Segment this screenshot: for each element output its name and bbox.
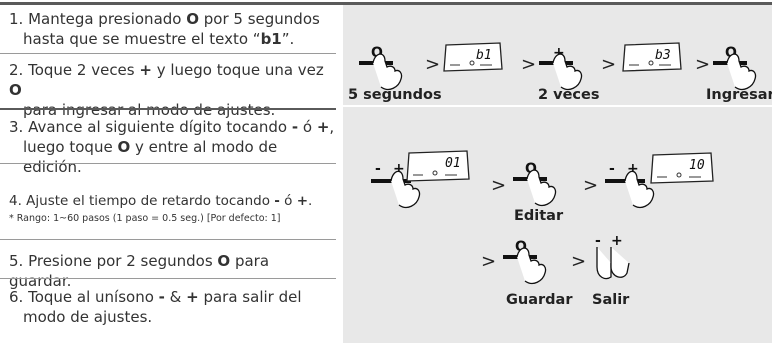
divider	[0, 239, 336, 240]
step-4: 4. Ajuste el tiempo de retardo tocando -…	[0, 192, 336, 226]
arrow: >	[425, 54, 440, 75]
display-01: 01	[406, 150, 470, 182]
arrow: >	[571, 251, 586, 272]
svg-text:01: 01	[445, 156, 461, 171]
two-hands-press-icon: - +	[595, 233, 630, 280]
display-10: 10	[650, 152, 714, 184]
panel-edit-save	[343, 107, 772, 343]
svg-text:+: +	[627, 161, 639, 177]
label-edit: Editar	[514, 208, 564, 224]
hand-press-plus-icon: +	[539, 45, 583, 91]
footnote: * Rango: 1~60 pasos (1 paso = 0.5 seg.) …	[9, 213, 281, 224]
svg-text:+: +	[393, 161, 405, 177]
hand-press-o-icon: O	[713, 45, 757, 91]
arrow: >	[521, 54, 536, 75]
arrow: >	[481, 251, 496, 272]
svg-text:+: +	[611, 233, 623, 249]
svg-text:-: -	[595, 233, 601, 249]
display-b1: b1	[443, 42, 503, 72]
hand-press-o-icon: O	[359, 45, 403, 91]
divider	[0, 163, 336, 164]
label-five-seconds: 5 segundos	[348, 87, 442, 103]
divider	[0, 53, 336, 54]
arrow: >	[491, 175, 506, 196]
step-6: 6. Toque al unísono - & + para salir del…	[9, 288, 302, 326]
top-rule	[0, 2, 772, 5]
arrow: >	[583, 175, 598, 196]
svg-text:-: -	[375, 161, 381, 177]
divider	[0, 108, 336, 110]
display-b3: b3	[622, 42, 682, 72]
label-enter: Ingresar	[706, 87, 772, 103]
step-3: 3. Avance al siguiente dígito tocando - …	[9, 118, 335, 176]
hand-press-minus-plus-icon: - +	[605, 161, 655, 209]
svg-text:b3: b3	[655, 48, 671, 63]
step-2: 2. Toque 2 veces + y luego toque una vez…	[9, 61, 324, 119]
hand-press-o-icon: O	[513, 161, 557, 207]
hand-press-o-icon: O	[503, 239, 547, 285]
step-5: 5. Presione por 2 segundos O para guarda…	[9, 252, 270, 290]
edit-save-illustration: - + 01 > O > - + 10 > O > - +	[371, 150, 714, 285]
svg-text:+: +	[553, 45, 565, 61]
arrow: >	[695, 54, 710, 75]
arrow: >	[601, 54, 616, 75]
label-two-times: 2 veces	[538, 87, 600, 103]
svg-text:10: 10	[689, 158, 705, 173]
svg-text:-: -	[609, 161, 615, 177]
label-save: Guardar	[506, 292, 573, 308]
step-1: 1. Mantega presionado O por 5 segundos h…	[9, 10, 320, 48]
hand-press-minus-plus-icon: - +	[371, 161, 421, 209]
label-exit: Salir	[592, 292, 630, 308]
svg-text:b1: b1	[476, 48, 492, 63]
divider	[0, 278, 336, 279]
enter-settings-illustration: O > b1 > + > b3 > O	[359, 42, 757, 91]
